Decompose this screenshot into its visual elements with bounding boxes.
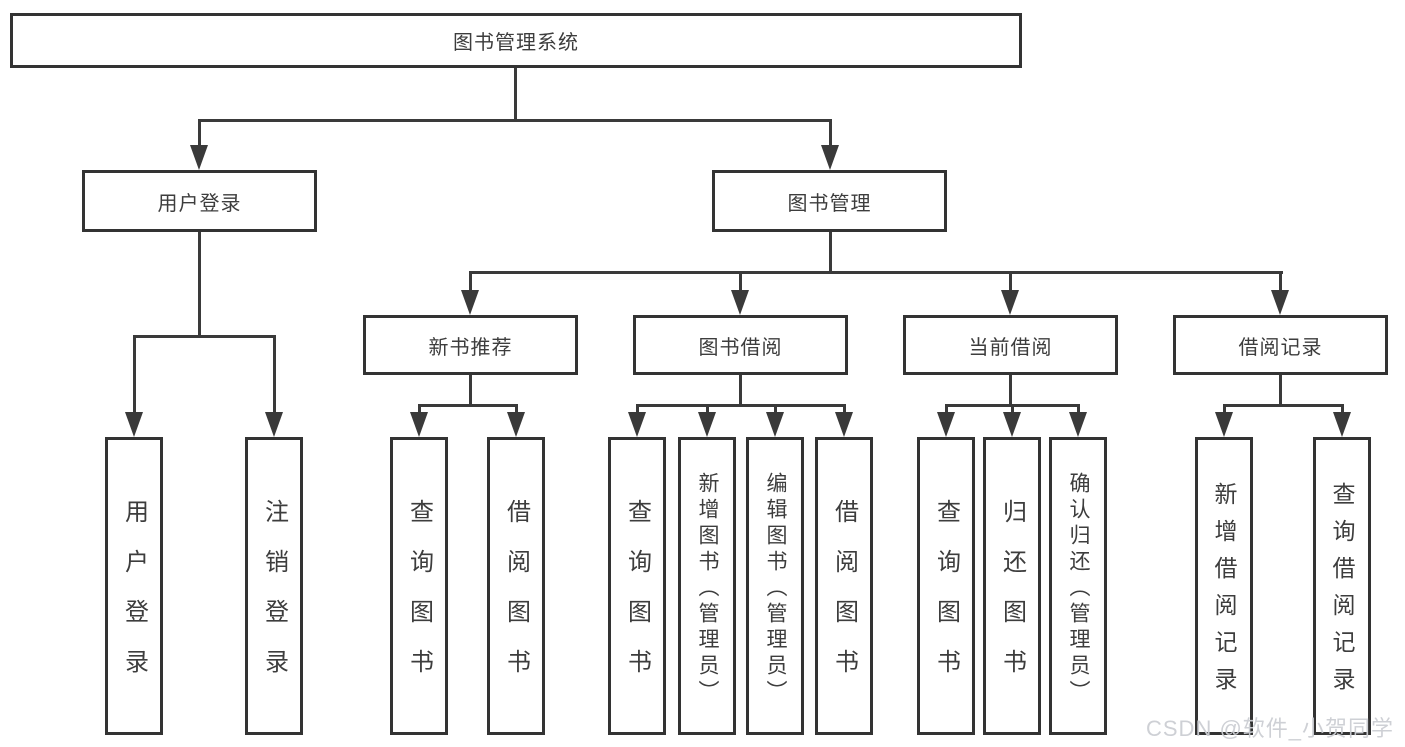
leaf-user-login-label: 用户登录: [120, 499, 148, 699]
leaf-add-book-admin-label: 新增图书（管理员）: [696, 471, 719, 706]
connector-line: [514, 68, 517, 121]
node-current-borrow-label: 当前借阅: [968, 336, 1053, 359]
leaf-query-books-2-label: 查询图书: [623, 499, 651, 699]
connector-line: [1009, 375, 1012, 406]
node-user-login: 用户登录: [82, 170, 317, 232]
connector-line: [636, 404, 846, 407]
arrow-down-icon: [507, 412, 525, 437]
arrow-down-icon: [1333, 412, 1351, 437]
node-current-borrow: 当前借阅: [903, 315, 1118, 375]
arrow-down-icon: [1069, 412, 1087, 437]
node-borrow-records: 借阅记录: [1173, 315, 1388, 375]
connector-line: [843, 405, 846, 414]
node-book-management-label: 图书管理: [787, 192, 872, 215]
leaf-borrow-books-2: 借阅图书: [815, 437, 873, 735]
leaf-query-borrow-record: 查询借阅记录: [1313, 437, 1371, 735]
node-new-book-recommend: 新书推荐: [363, 315, 578, 375]
leaf-query-borrow-record-label: 查询借阅记录: [1329, 482, 1355, 704]
leaf-return-books-label: 归还图书: [998, 499, 1026, 699]
watermark-text: CSDN @软件_小贺同学: [1146, 716, 1395, 741]
node-user-login-label: 用户登录: [157, 192, 242, 215]
node-root: 图书管理系统: [10, 13, 1022, 68]
leaf-add-borrow-record: 新增借阅记录: [1195, 437, 1253, 735]
node-book-management: 图书管理: [712, 170, 947, 232]
leaf-confirm-return-admin: 确认归还（管理员）: [1049, 437, 1107, 735]
leaf-add-borrow-record-label: 新增借阅记录: [1211, 482, 1237, 704]
arrow-down-icon: [698, 412, 716, 437]
leaf-edit-book-admin-label: 编辑图书（管理员）: [764, 471, 787, 706]
arrow-down-icon: [410, 412, 428, 437]
connector-line: [829, 232, 832, 273]
leaf-borrow-books-1: 借阅图书: [487, 437, 545, 735]
connector-line: [469, 271, 1283, 274]
arrow-down-icon: [125, 412, 143, 437]
connector-line: [198, 119, 832, 122]
node-root-label: 图书管理系统: [453, 32, 579, 54]
arrow-down-icon: [1215, 412, 1233, 437]
connector-line: [1011, 405, 1014, 414]
leaf-return-books: 归还图书: [983, 437, 1041, 735]
leaf-edit-book-admin: 编辑图书（管理员）: [746, 437, 804, 735]
arrow-down-icon: [766, 412, 784, 437]
connector-line: [739, 375, 742, 406]
leaf-logout-label: 注销登录: [260, 499, 288, 699]
leaf-add-book-admin: 新增图书（管理员）: [678, 437, 736, 735]
node-borrow-records-label: 借阅记录: [1238, 336, 1323, 359]
connector-line: [273, 336, 276, 414]
arrow-down-icon: [628, 412, 646, 437]
connector-line: [1223, 404, 1344, 407]
leaf-borrow-books-1-label: 借阅图书: [502, 499, 530, 699]
connector-line: [1279, 272, 1282, 292]
arrow-down-icon: [265, 412, 283, 437]
connector-line: [739, 272, 742, 292]
connector-line: [198, 120, 201, 146]
connector-line: [829, 120, 832, 146]
connector-line: [133, 335, 276, 338]
arrow-down-icon: [190, 145, 208, 170]
connector-line: [1223, 405, 1226, 414]
connector-line: [945, 405, 948, 414]
connector-line: [1341, 405, 1344, 414]
leaf-borrow-books-2-label: 借阅图书: [830, 499, 858, 699]
leaf-logout: 注销登录: [245, 437, 303, 735]
connector-line: [198, 232, 201, 337]
arrow-down-icon: [835, 412, 853, 437]
leaf-confirm-return-admin-label: 确认归还（管理员）: [1067, 471, 1090, 706]
leaf-query-books-3-label: 查询图书: [932, 499, 960, 699]
leaf-query-books-3: 查询图书: [917, 437, 975, 735]
node-book-borrow: 图书借阅: [633, 315, 848, 375]
leaf-query-books-1-label: 查询图书: [405, 499, 433, 699]
connector-line: [774, 405, 777, 414]
arrow-down-icon: [1001, 290, 1019, 315]
connector-line: [515, 405, 518, 414]
connector-line: [469, 375, 472, 406]
connector-line: [706, 405, 709, 414]
node-book-borrow-label: 图书借阅: [698, 336, 783, 359]
arrow-down-icon: [821, 145, 839, 170]
leaf-query-books-2: 查询图书: [608, 437, 666, 735]
connector-line: [418, 405, 421, 414]
connector-line: [636, 405, 639, 414]
connector-line: [418, 404, 518, 407]
leaf-user-login: 用户登录: [105, 437, 163, 735]
connector-line: [1279, 375, 1282, 406]
leaf-query-books-1: 查询图书: [390, 437, 448, 735]
connector-line: [1009, 272, 1012, 292]
node-new-book-recommend-label: 新书推荐: [428, 336, 513, 359]
arrow-down-icon: [461, 290, 479, 315]
connector-line: [1077, 405, 1080, 414]
connector-line: [469, 272, 472, 292]
arrow-down-icon: [1003, 412, 1021, 437]
arrow-down-icon: [1271, 290, 1289, 315]
arrow-down-icon: [731, 290, 749, 315]
arrow-down-icon: [937, 412, 955, 437]
connector-line: [133, 336, 136, 414]
